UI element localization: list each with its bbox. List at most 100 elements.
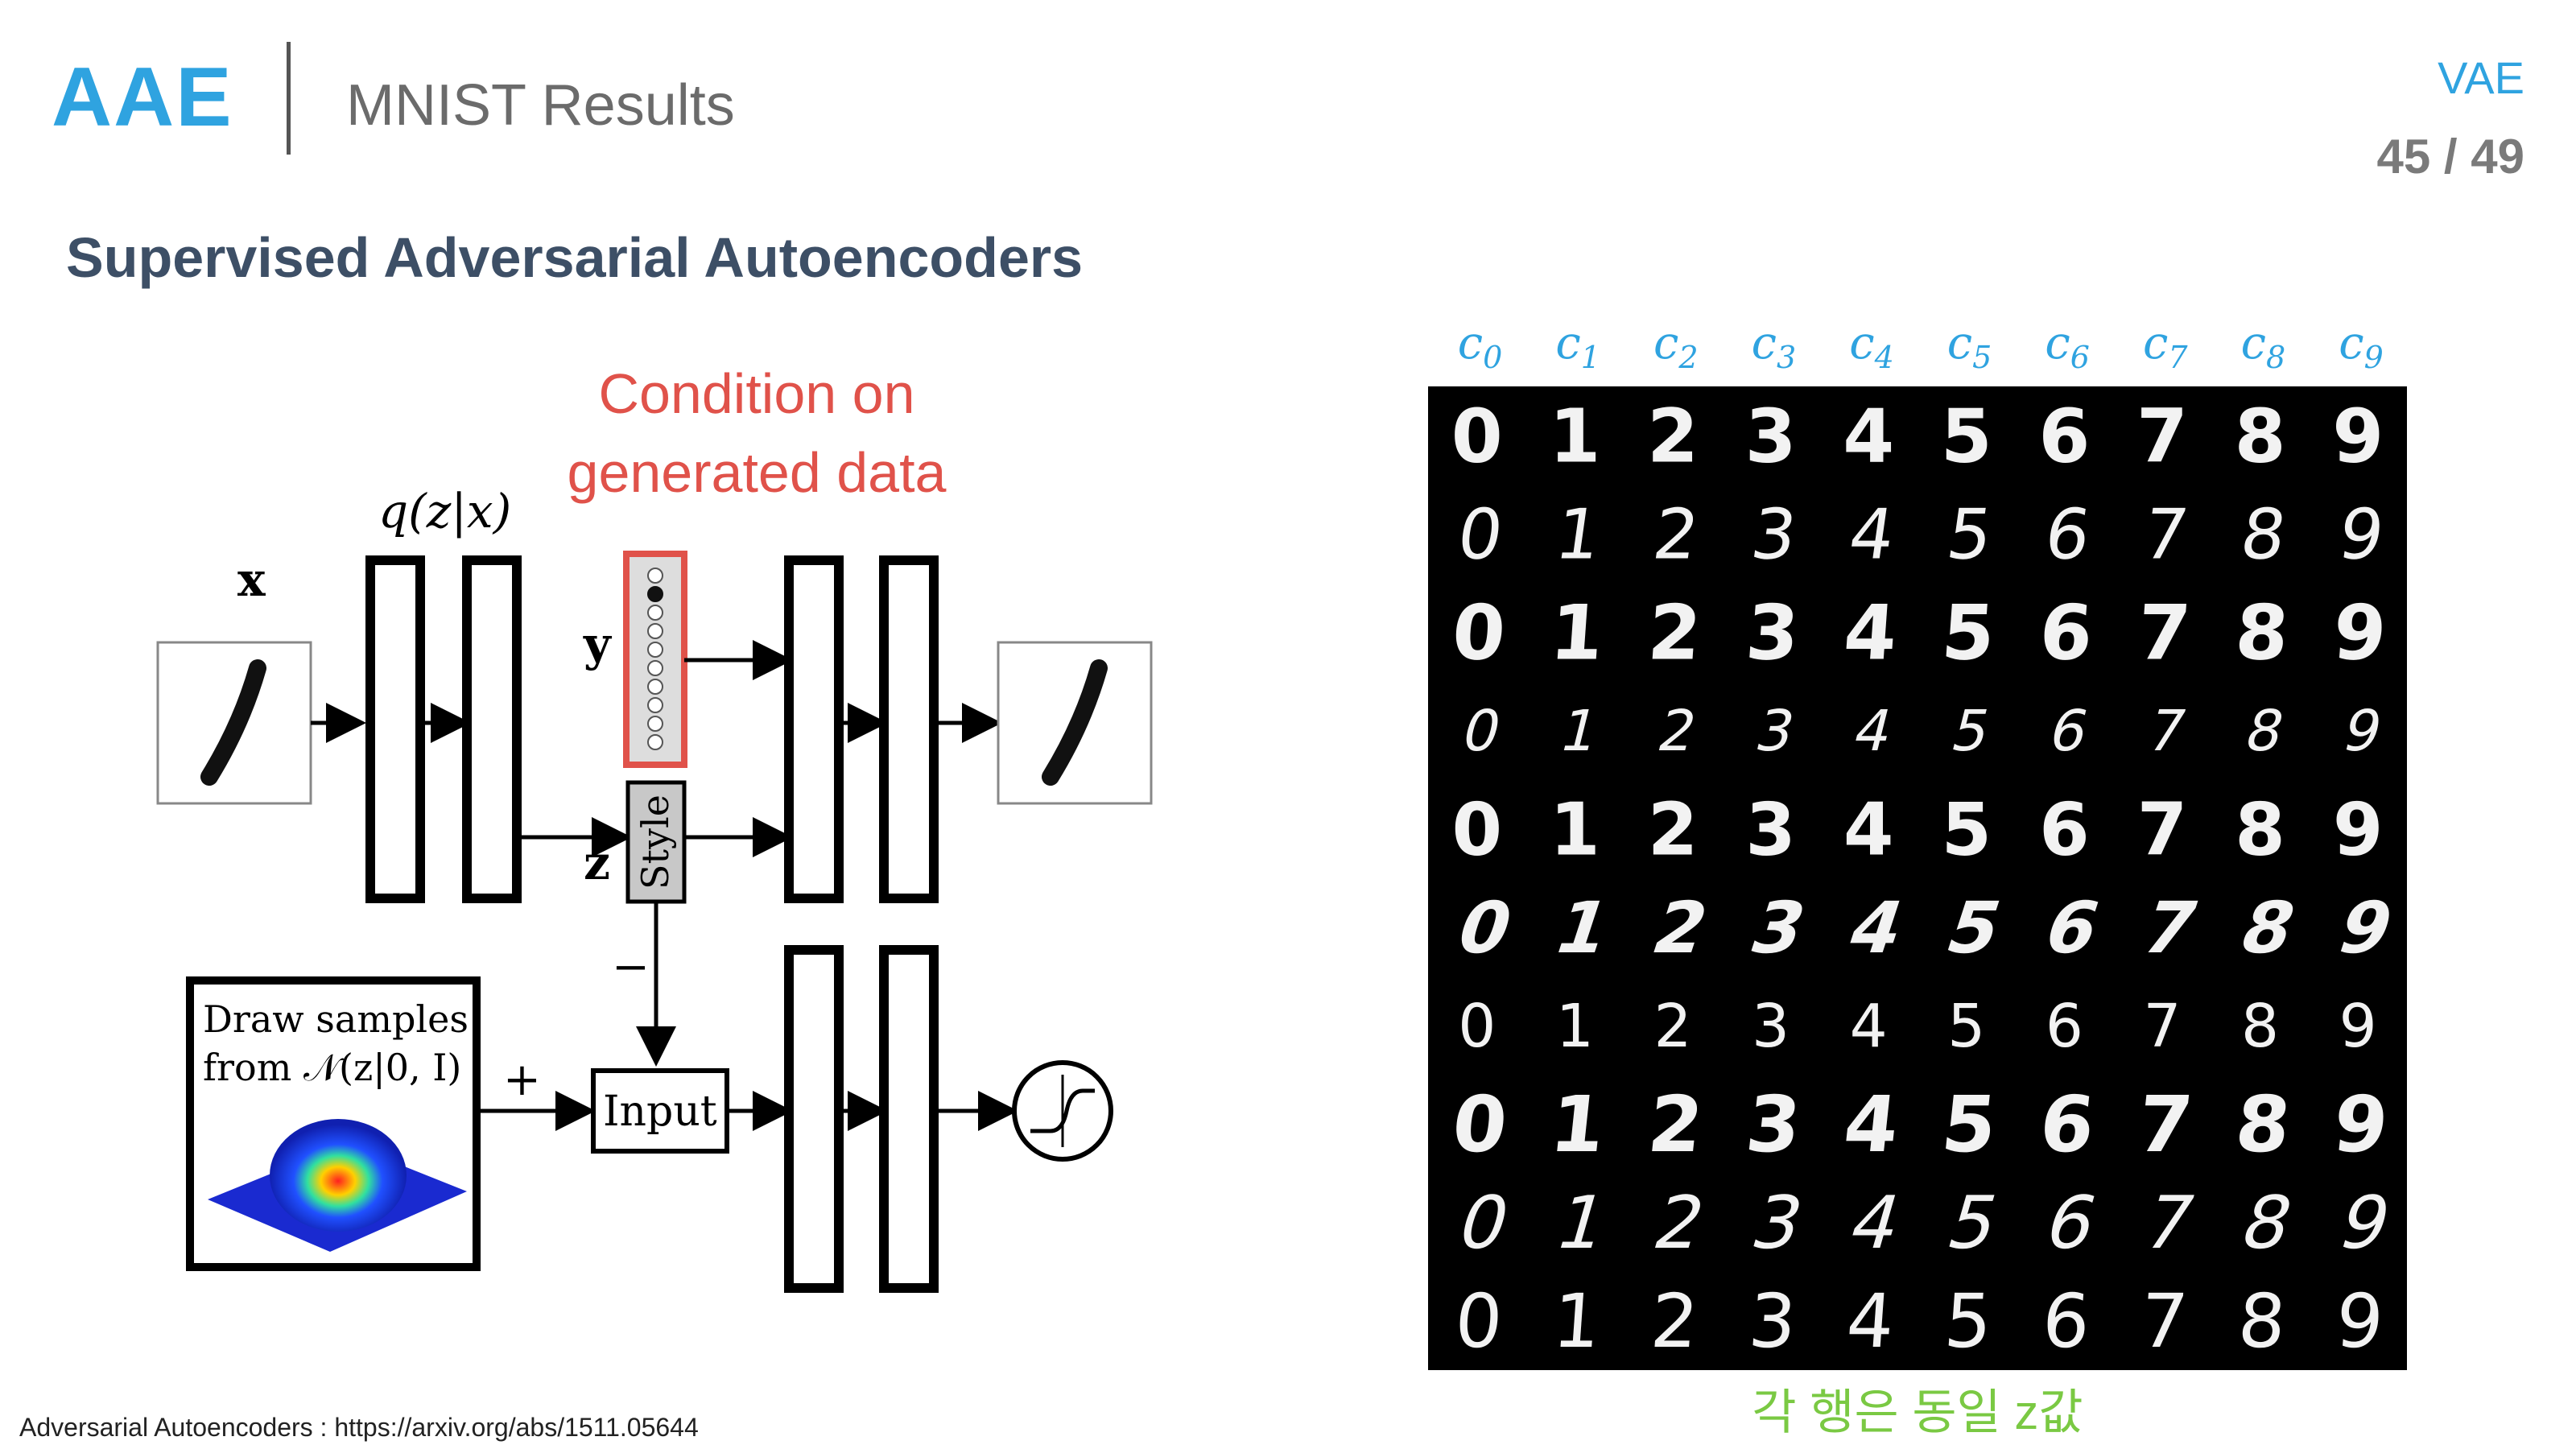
mnist-sample-r4-c4: 4 — [1843, 787, 1894, 872]
encoder-label: q(z|x) — [378, 484, 511, 539]
mnist-sample-r7-c5: 5 — [1938, 1080, 2001, 1170]
column-label-c3: c3 — [1752, 318, 1797, 375]
mnist-sample-r4-c0: 0 — [1451, 787, 1502, 872]
mnist-sample-r4-c9: 9 — [2333, 787, 2384, 872]
aae-architecture-diagram: x q(z|x) y z Style − Draw samples from 𝒩… — [145, 338, 1191, 1320]
mnist-sample-r1-c3: 3 — [1746, 495, 1802, 576]
mnist-sample-r7-c8: 8 — [2231, 1080, 2295, 1170]
mnist-sample-r3-c4: 4 — [1847, 698, 1900, 764]
mnist-sample-r0-c3: 3 — [1745, 393, 1797, 479]
mnist-sample-r9-c9: 9 — [2333, 1278, 2386, 1364]
column-label-c8: c8 — [2241, 318, 2286, 375]
mnist-sample-r3-c9: 9 — [2337, 698, 2389, 764]
mnist-sample-r8-c4: 4 — [1840, 1181, 1910, 1265]
mnist-sample-r1-c0: 0 — [1453, 495, 1509, 576]
mnist-sample-r1-c5: 5 — [1942, 495, 1998, 576]
mnist-sample-r9-c0: 0 — [1452, 1278, 1505, 1364]
mnist-sample-r6-c2: 2 — [1653, 992, 1691, 1061]
mnist-sample-r4-c6: 6 — [2039, 787, 2090, 872]
mnist-sample-r7-c4: 4 — [1839, 1080, 1903, 1170]
mnist-sample-r1-c8: 8 — [2235, 495, 2291, 576]
mnist-sample-r0-c7: 7 — [2136, 393, 2188, 479]
brand-title: AAE — [52, 50, 233, 146]
mnist-sample-r0-c8: 8 — [2235, 393, 2286, 479]
gaussian-peak — [270, 1119, 407, 1232]
prior-box-line2: from 𝒩(z|0, I) — [203, 1046, 461, 1089]
mnist-sample-r5-c8: 8 — [2230, 887, 2306, 969]
mnist-sample-r4-c2: 2 — [1648, 787, 1699, 872]
mnist-sample-r9-c1: 1 — [1550, 1278, 1604, 1364]
mnist-sample-r5-c1: 1 — [1545, 887, 1620, 969]
mnist-sample-r7-c9: 9 — [2329, 1080, 2392, 1170]
discriminator-layer-2 — [884, 950, 934, 1288]
mnist-sample-r3-c7: 7 — [2141, 698, 2194, 764]
mnist-sample-r5-c3: 3 — [1740, 887, 1816, 969]
mnist-sample-r9-c4: 4 — [1843, 1278, 1897, 1364]
y-onehot-frame — [626, 554, 684, 765]
mnist-sample-r9-c3: 3 — [1746, 1278, 1799, 1364]
mnist-sample-r4-c1: 1 — [1550, 787, 1600, 872]
mnist-sample-r5-c6: 6 — [2034, 887, 2110, 969]
mnist-sample-r1-c9: 9 — [2334, 495, 2389, 576]
mnist-sample-r2-c9: 9 — [2330, 590, 2389, 678]
mnist-sample-r7-c1: 1 — [1546, 1080, 1610, 1170]
reference-footnote[interactable]: Adversarial Autoencoders : https://arxiv… — [19, 1413, 699, 1443]
mnist-sample-r4-c5: 5 — [1941, 787, 1992, 872]
mnist-sample-r5-c5: 5 — [1936, 887, 2012, 969]
minus-sign: − — [612, 941, 650, 993]
mnist-sample-r2-c6: 6 — [2037, 590, 2095, 678]
mnist-sample-r3-c3: 3 — [1749, 698, 1802, 764]
mnist-sample-r2-c5: 5 — [1938, 590, 1997, 678]
mnist-sample-r2-c8: 8 — [2232, 590, 2291, 678]
mnist-sample-r9-c5: 5 — [1942, 1278, 1995, 1364]
mnist-sample-r6-c4: 4 — [1850, 992, 1888, 1061]
mnist-sample-r3-c5: 5 — [1945, 698, 1997, 764]
header-divider — [287, 42, 291, 155]
mnist-sample-r6-c1: 1 — [1556, 992, 1594, 1061]
mnist-sample-r6-c0: 0 — [1458, 992, 1496, 1061]
mnist-sample-r6-c6: 6 — [2046, 992, 2083, 1061]
label-z: z — [584, 836, 610, 890]
mnist-sample-r9-c8: 8 — [2235, 1278, 2289, 1364]
mnist-sample-r2-c3: 3 — [1743, 590, 1802, 678]
mnist-sample-r6-c3: 3 — [1752, 992, 1790, 1061]
mnist-sample-r0-c6: 6 — [2038, 393, 2090, 479]
mnist-sample-r0-c4: 4 — [1843, 393, 1894, 479]
same-z-note: 각 행은 동일 z값 — [1428, 1373, 2407, 1443]
mnist-sample-r7-c3: 3 — [1742, 1080, 1806, 1170]
prior-box-line1: Draw samples — [203, 997, 469, 1041]
mnist-sample-r2-c2: 2 — [1645, 590, 1704, 678]
mnist-sample-r1-c7: 7 — [2138, 495, 2194, 576]
mnist-sample-r7-c6: 6 — [2036, 1080, 2099, 1170]
encoder-layer-1 — [370, 560, 420, 898]
mnist-sample-r5-c2: 2 — [1642, 887, 1718, 969]
mnist-sample-r8-c8: 8 — [2232, 1181, 2302, 1265]
slide-subtitle: Supervised Adversarial Autoencoders — [66, 225, 1083, 290]
mnist-sample-r3-c2: 2 — [1652, 698, 1704, 764]
encoder-layer-2 — [467, 560, 517, 898]
discriminator-input-label: Input — [603, 1088, 717, 1136]
mnist-sample-r6-c7: 7 — [2143, 992, 2181, 1061]
mnist-sample-r8-c1: 1 — [1547, 1181, 1617, 1265]
column-label-c7: c7 — [2143, 318, 2188, 375]
mnist-sample-r8-c6: 6 — [2037, 1181, 2107, 1265]
style-label: Style — [634, 795, 677, 890]
mnist-sample-r2-c1: 1 — [1547, 590, 1606, 678]
mnist-sample-r9-c7: 7 — [2137, 1278, 2190, 1364]
mnist-sample-r3-c1: 1 — [1554, 698, 1606, 764]
mnist-sample-r2-c4: 4 — [1841, 590, 1900, 678]
mnist-sample-r2-c0: 0 — [1449, 590, 1508, 678]
mnist-sample-r0-c1: 1 — [1549, 393, 1600, 479]
section-link-vae[interactable]: VAE — [2438, 52, 2524, 104]
decoder-layer-1 — [789, 560, 839, 898]
mnist-sample-r0-c5: 5 — [1941, 393, 1992, 479]
mnist-sample-r6-c8: 8 — [2241, 992, 2279, 1061]
column-label-c9: c9 — [2339, 318, 2384, 375]
mnist-sample-r9-c6: 6 — [2040, 1278, 2093, 1364]
column-label-c4: c4 — [1849, 318, 1894, 375]
mnist-sample-r5-c4: 4 — [1839, 887, 1914, 969]
mnist-sample-r4-c7: 7 — [2137, 787, 2188, 872]
column-label-c0: c0 — [1458, 318, 1503, 375]
